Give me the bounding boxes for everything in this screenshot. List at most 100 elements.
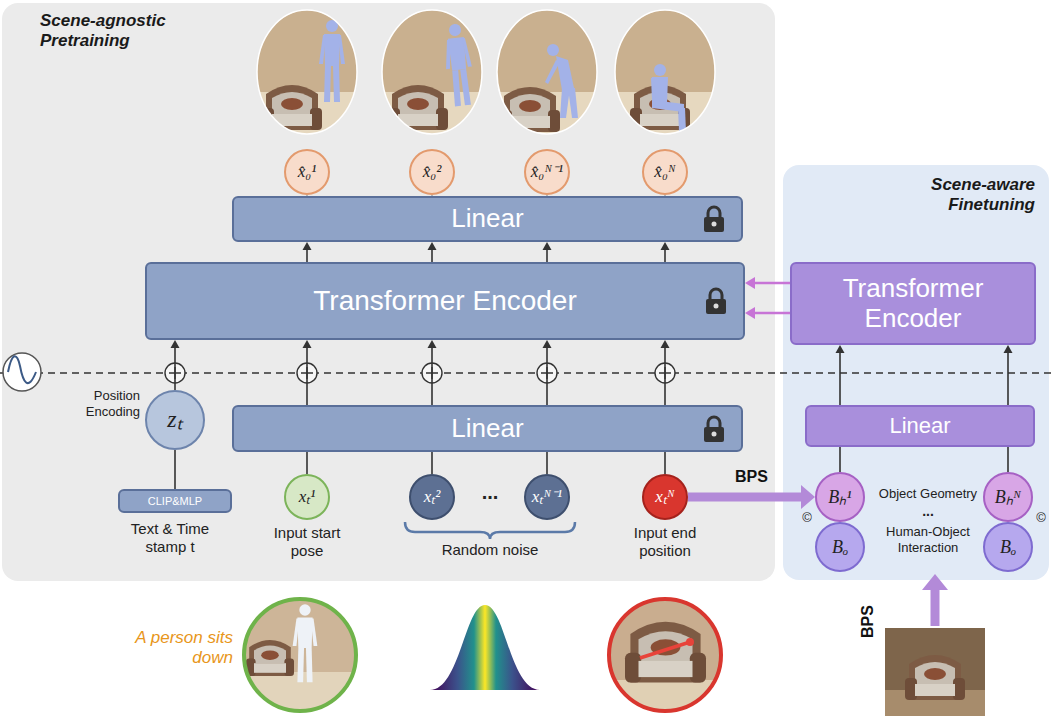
connector-line [839, 352, 841, 405]
node-text: Linear [889, 413, 950, 438]
label-text: Input start pose [257, 524, 357, 560]
panel-title: Scene-agnostic Pretraining [40, 3, 190, 52]
label-text: A person sits down [128, 628, 233, 669]
connector [175, 450, 176, 489]
node-text: x̂₀ᴺ⁻¹ [531, 162, 563, 182]
edge-label-box: BPS [712, 467, 792, 486]
output-pose: x̂₀ᴺ [642, 149, 688, 195]
label-text: © [800, 510, 814, 526]
linear-layer: Linear [232, 405, 743, 452]
label-box: Input start pose [257, 524, 357, 560]
output-pose: x̂₀² [409, 149, 455, 195]
connector-line [688, 493, 802, 502]
heading-text: Position Encoding [48, 388, 140, 419]
linear-layer: Linear [805, 405, 1035, 447]
clip-mlp-box: CLIP&MLP [118, 489, 232, 513]
node-text: Transformer Encoder [802, 274, 1024, 334]
node-text: xₜ² [424, 487, 441, 507]
label-box: Object Geometry [868, 486, 988, 502]
lock-icon [705, 287, 727, 315]
connector-line [431, 452, 433, 474]
noise-token: xₜ² [409, 474, 455, 520]
node-text: x̂₀¹ [298, 162, 317, 182]
connector [547, 452, 548, 474]
connector-line [546, 249, 548, 262]
output-pose: x̂₀¹ [284, 149, 330, 195]
input-start-pose: xₜ¹ [284, 474, 330, 520]
connector-line [174, 450, 176, 489]
node-text: x̂₀² [423, 162, 442, 182]
label-box: Text & Time stamp t [110, 520, 230, 556]
label-text: Input end position [612, 524, 718, 560]
linear-layer: Linear [232, 196, 743, 242]
connector-line [839, 447, 841, 472]
transformer-encoder: Transformer Encoder [145, 262, 745, 340]
node-text: Bₒ [832, 537, 848, 558]
connector-line [306, 249, 308, 262]
connector-line [754, 282, 790, 285]
panel-title: Scene-aware Finetuning [905, 165, 1035, 216]
connector-line [664, 347, 666, 405]
lock-icon [703, 205, 725, 233]
connector [432, 452, 433, 474]
node-text: CLIP&MLP [148, 495, 202, 508]
node-text: Transformer Encoder [313, 285, 577, 317]
connector-line [1007, 447, 1009, 472]
input-end-position: xₜᴺ [642, 474, 688, 520]
bps-object: Bₒ [983, 522, 1033, 572]
node-text: zₜ [167, 406, 182, 434]
noise-token: xₜᴺ⁻¹ [524, 474, 570, 520]
label-text: Random noise [430, 541, 550, 559]
connector-line [174, 347, 176, 390]
connector-line [664, 249, 666, 262]
transformer-encoder: Transformer Encoder [790, 262, 1036, 345]
bps-object: Bₒ [815, 522, 865, 572]
bps-human: Bₕᴺ [983, 472, 1033, 522]
connector-line [431, 249, 433, 262]
node-heading: Position Encoding [48, 388, 140, 419]
connector [665, 452, 666, 474]
label-box: Random noise [430, 541, 550, 559]
label-box: BPS [848, 612, 888, 630]
connector-line [431, 347, 433, 405]
label-text: ... [470, 480, 510, 504]
node-text: xₜ¹ [299, 487, 316, 507]
label-box: ... [470, 480, 510, 504]
connector-line [306, 347, 308, 405]
connector [1008, 447, 1009, 472]
node-text: Bₕᴺ [995, 487, 1021, 508]
bps-human: Bₕ¹ [815, 472, 865, 522]
node-text: Bₒ [1000, 537, 1016, 558]
label-box: Human-Object Interaction [868, 524, 988, 555]
connector [307, 452, 308, 474]
label-text: ... [908, 503, 948, 520]
connector-line [1007, 352, 1009, 405]
label-text: Text & Time stamp t [110, 520, 230, 556]
label-box: Input end position [612, 524, 718, 560]
node-text: xₜᴺ⁻¹ [532, 487, 562, 507]
node-text: Linear [451, 414, 523, 444]
label-box: A person sits down [128, 628, 233, 669]
node-text: Bₕ¹ [828, 487, 851, 508]
node-text: x̂₀ᴺ [654, 162, 675, 182]
connector-line [664, 452, 666, 474]
connector-line [546, 347, 548, 405]
label-box: © [800, 510, 814, 526]
connector-line [546, 452, 548, 474]
connector [840, 447, 841, 472]
connector-line [754, 312, 790, 315]
position-encoding: Position Encodingzₜ [145, 390, 205, 450]
output-pose: x̂₀ᴺ⁻¹ [524, 149, 570, 195]
label-box: ... [908, 503, 948, 520]
label-text: © [1034, 510, 1048, 526]
label-text: Human-Object Interaction [868, 524, 988, 555]
label-text: Object Geometry [868, 486, 988, 502]
node-text: xₜᴺ [655, 487, 674, 507]
connector [171, 340, 180, 390]
connector-line [306, 452, 308, 474]
node-text: Linear [451, 204, 523, 234]
edge-label: BPS [712, 467, 792, 486]
label-box: © [1034, 510, 1048, 526]
